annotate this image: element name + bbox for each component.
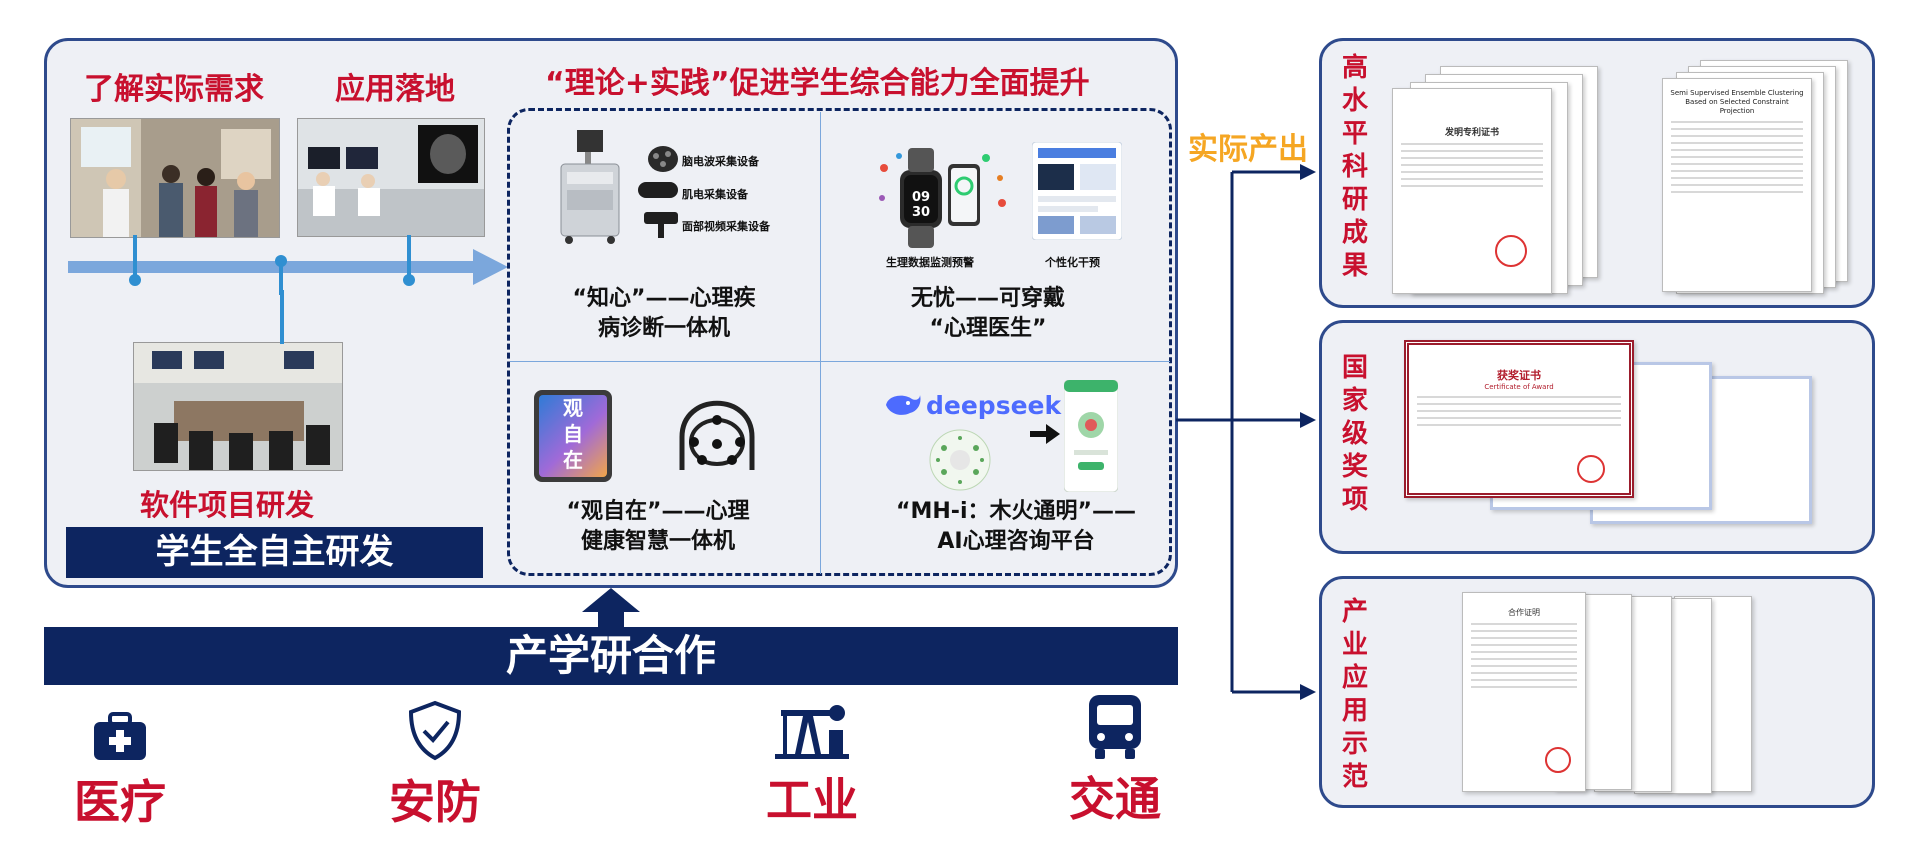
cooperation-seal-icon [1545, 747, 1571, 773]
feature-intervention-label: 个性化干预 [1045, 256, 1100, 269]
cooperation-document: 合作证明 [1462, 592, 1586, 792]
eeg-device-icon [648, 146, 678, 172]
panel-headline: “理论+实践”促进学生综合能力全面提升 [545, 66, 1090, 101]
student-dev-banner: 学生全自主研发 [66, 527, 483, 578]
tablet-char-1: 观 [563, 396, 583, 420]
product-zhixin-subtitle: 病诊断一体机 [597, 316, 730, 341]
sector-security: 安防 [365, 700, 505, 832]
smartwatch-illustration [879, 148, 1006, 248]
cooperation-doc-title: 合作证明 [1508, 608, 1540, 617]
phone-app-illustration [1032, 142, 1122, 240]
product-mhi-caption: “MH-i：木火通明”—— AI心理咨询平台 [866, 497, 1166, 557]
feature-monitoring-label: 生理数据监测预警 [886, 256, 974, 269]
step-software-development: 软件项目研发 [140, 488, 315, 522]
product-guanzizai-title: “观自在”——心理 [566, 499, 750, 524]
research-paper: Semi Supervised Ensemble Clustering Base… [1662, 78, 1812, 292]
mhi-app-screenshot [1064, 380, 1118, 492]
product-guanzizai-subtitle: 健康智慧一体机 [580, 529, 735, 554]
patent-seal-icon [1495, 235, 1527, 267]
output-industry-label: 产业应用示范 [1341, 597, 1368, 792]
up-arrow [582, 588, 640, 628]
product-guanzizai-caption: “观自在”——心理 健康智慧一体机 [528, 497, 788, 557]
product-wuyou-title: 无忧——可穿戴 [910, 286, 1065, 311]
medical-kit-icon [94, 712, 146, 760]
product-wuyou-subtitle: “心理医生” [929, 316, 1047, 341]
output-awards-label: 国家级奖项 [1341, 353, 1368, 515]
tablet-screen: 观 自 在 [539, 395, 607, 477]
right-arrow-icon [1030, 424, 1060, 444]
sector-transport-label: 交通 [1069, 772, 1161, 826]
bus-icon [1089, 695, 1141, 759]
photo-software-meeting [133, 342, 343, 471]
eeg-headset-illustration [679, 400, 755, 470]
diagnosis-machine-illustration [560, 130, 620, 244]
tablet-illustration: 观 自 在 [534, 390, 612, 482]
mini-program-qr-icon [929, 429, 991, 491]
sector-security-label: 安防 [389, 775, 481, 829]
product-wuyou-caption: 无忧——可穿戴 “心理医生” [868, 284, 1108, 344]
deepseek-logo: deepseek [884, 388, 1061, 422]
sector-transport: 交通 [1045, 693, 1185, 829]
product-zhixin-title: “知心”——心理疾 [572, 286, 756, 311]
industry-cooperation-banner: 产学研合作 [44, 627, 1178, 685]
patent-certificate: 发明专利证书 [1392, 88, 1552, 294]
product-mhi-title: “MH-i：木火通明”—— [896, 499, 1136, 524]
timeline-connector-down [280, 290, 284, 344]
step-application: 应用落地 [335, 72, 455, 107]
industry-cooperation-text: 产学研合作 [505, 631, 716, 680]
photo-application-lab [297, 118, 485, 237]
grid-divider-horizontal [510, 361, 1170, 362]
tablet-char-3: 在 [563, 448, 583, 472]
timeline-arrow [68, 235, 508, 295]
award-cert-subtitle: Certificate of Award [1484, 383, 1554, 391]
sector-industry: 工业 [742, 700, 882, 830]
product-zhixin-caption: “知心”——心理疾 病诊断一体机 [534, 284, 794, 344]
product-mhi-subtitle: AI心理咨询平台 [937, 529, 1095, 554]
emg-device-icon [638, 182, 678, 198]
award-cert-title: 获奖证书 [1497, 369, 1541, 382]
award-certificate: 获奖证书 Certificate of Award [1404, 340, 1634, 498]
device-emg-label: 肌电采集设备 [682, 188, 748, 201]
camera-device-icon [644, 212, 678, 238]
product-grid [507, 108, 1172, 576]
grid-divider-vertical [820, 112, 821, 574]
sector-medical: 医疗 [50, 712, 190, 832]
research-paper-title: Semi Supervised Ensemble Clustering Base… [1670, 89, 1804, 115]
patent-certificate-title: 发明专利证书 [1444, 128, 1499, 138]
whale-icon [886, 395, 921, 415]
device-camera-label: 面部视频采集设备 [682, 220, 770, 233]
output-connector-lines [1176, 164, 1316, 700]
output-label: 实际产出 [1188, 132, 1308, 167]
output-research-label: 高水平科研成果 [1341, 53, 1368, 281]
oil-pump-icon [775, 705, 849, 759]
deepseek-wordmark: deepseek [926, 390, 1062, 420]
shield-check-icon [408, 700, 462, 761]
tablet-char-2: 自 [563, 422, 583, 446]
photo-hospital-visit [70, 118, 280, 238]
student-dev-banner-text: 学生全自主研发 [155, 532, 394, 572]
watch-time: 09 30 [911, 190, 931, 220]
device-eeg-label: 脑电波采集设备 [682, 155, 759, 168]
step-understand-needs: 了解实际需求 [84, 72, 264, 107]
award-seal-icon [1577, 455, 1605, 483]
sector-industry-label: 工业 [766, 773, 858, 827]
sector-medical-label: 医疗 [74, 775, 166, 829]
